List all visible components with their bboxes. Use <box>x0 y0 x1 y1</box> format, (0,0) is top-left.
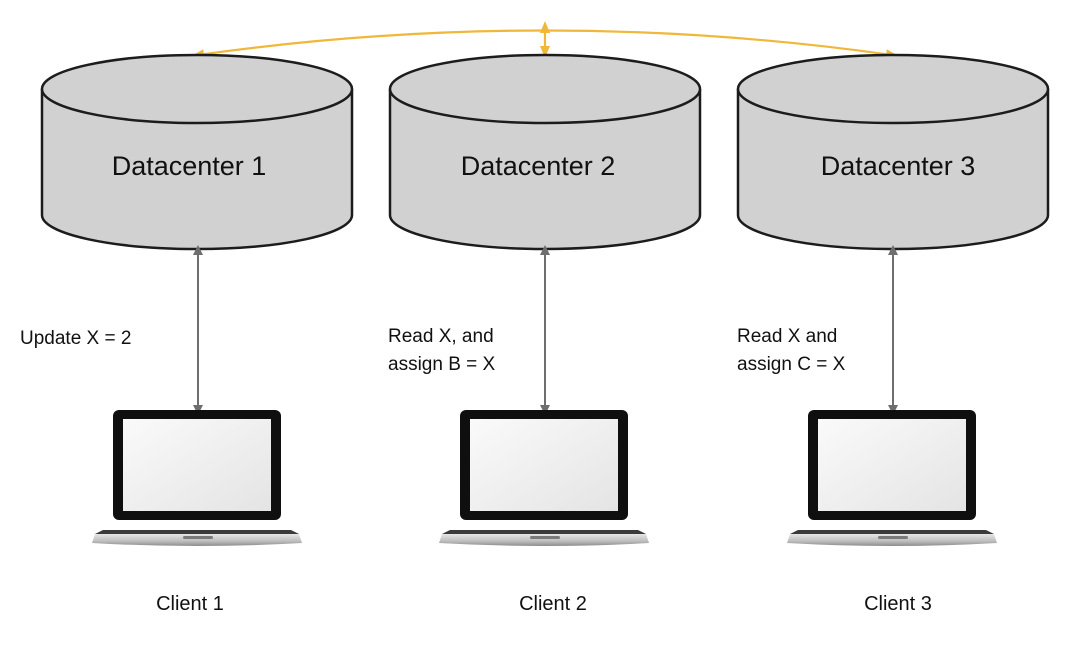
datacenter-1-label: Datacenter 1 <box>112 151 267 181</box>
action-line: assign C = X <box>737 354 846 375</box>
datacenter-2-cylinder: Datacenter 2 <box>388 53 702 251</box>
action-line: assign B = X <box>388 354 496 375</box>
client-3-label: Client 3 <box>864 593 932 615</box>
client-1-label: Client 1 <box>156 593 224 615</box>
datacenter-3-cylinder: Datacenter 3 <box>736 53 1050 251</box>
laptop-icon <box>92 410 302 546</box>
action-line: Update X = 2 <box>20 328 131 349</box>
client-2-label: Client 2 <box>519 593 587 615</box>
laptop-icon <box>439 410 649 546</box>
datacenter-3-label: Datacenter 3 <box>821 151 976 181</box>
datacenter-1-cylinder: Datacenter 1 <box>40 53 354 251</box>
client-3-action-label: Read X and assign C = X <box>737 326 846 375</box>
datacenter-2-label: Datacenter 2 <box>461 151 616 181</box>
laptop-icon <box>787 410 997 546</box>
action-line: Read X and <box>737 326 837 347</box>
action-line: Read X, and <box>388 326 494 347</box>
client-1-action-label: Update X = 2 <box>20 328 131 349</box>
client-2-action-label: Read X, and assign B = X <box>388 326 499 375</box>
replication-arrows <box>192 21 898 60</box>
